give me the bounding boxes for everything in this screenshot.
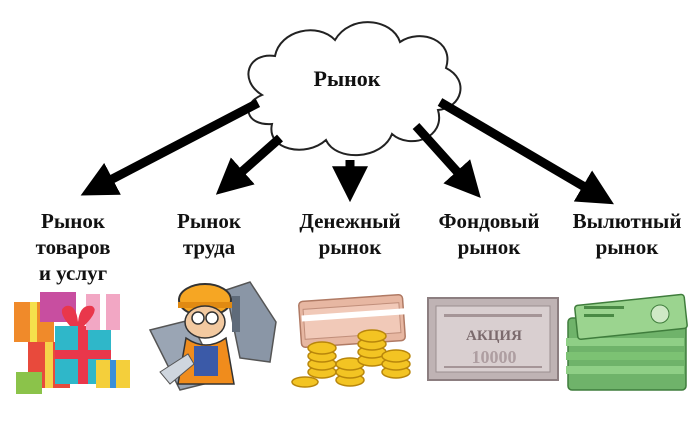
certificate-value: 10000 bbox=[472, 347, 517, 367]
currency-market-label: Вылютный рынок bbox=[572, 209, 682, 259]
share-certificate-illustration: АКЦИЯ 10000 bbox=[427, 297, 559, 381]
arrow-to-labor-market bbox=[215, 134, 283, 195]
coins-and-banknotes-illustration bbox=[291, 293, 411, 388]
labor-market-label: Рынок труда bbox=[177, 209, 241, 259]
arrow-to-currency-market bbox=[437, 98, 614, 205]
goods-market-label: Рынок товаров и услуг bbox=[35, 209, 111, 285]
worker-illustration bbox=[148, 281, 277, 391]
euro-banknotes-illustration bbox=[566, 293, 688, 391]
market-cloud bbox=[247, 21, 462, 156]
gift-boxes-illustration bbox=[14, 292, 130, 394]
market-label: Рынок bbox=[313, 66, 381, 91]
arrows bbox=[80, 98, 614, 205]
arrow-to-goods-market bbox=[80, 99, 261, 196]
money-market-label: Денежный рынок bbox=[299, 209, 401, 259]
arrow-to-stock-market bbox=[412, 122, 481, 199]
stock-market-label: Фондовый рынок bbox=[438, 209, 540, 259]
certificate-title: АКЦИЯ bbox=[466, 328, 522, 344]
